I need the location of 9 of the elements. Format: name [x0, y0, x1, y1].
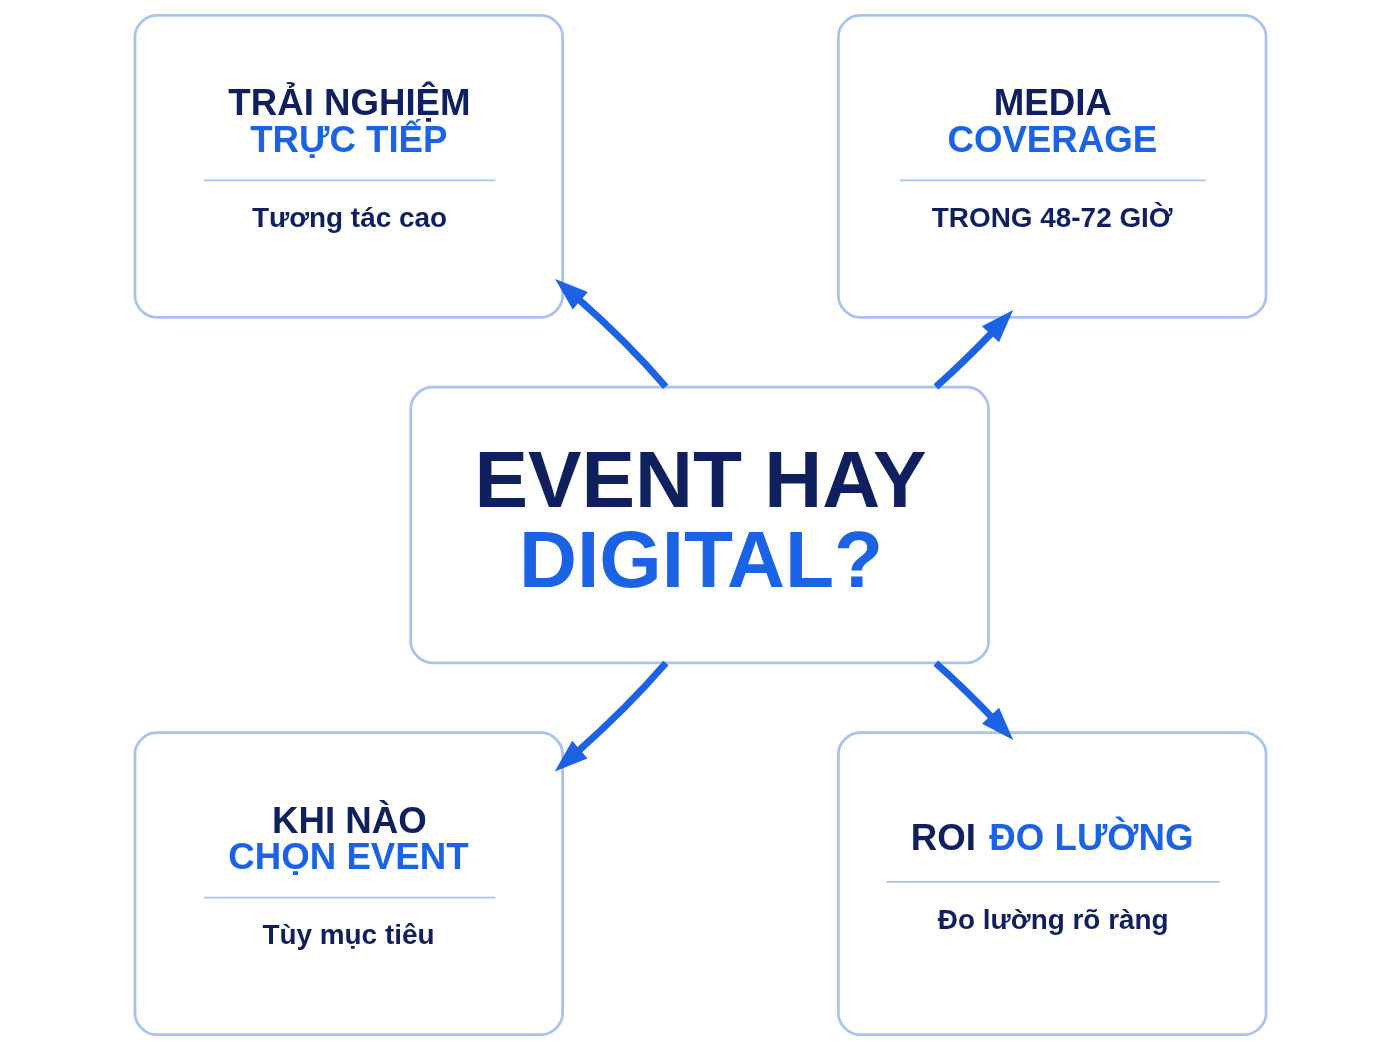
arrow	[554, 278, 668, 390]
node-box: ROI ĐO LƯỜNG Đo lường rõ ràng	[836, 731, 1267, 1037]
node-box: KHI NÀO CHỌN EVENT Tùy mục tiêu	[133, 731, 564, 1037]
arrow	[554, 660, 668, 772]
arrow	[933, 309, 1013, 390]
node-box: MEDIA COVERAGE TRONG 48-72 GIỜ	[836, 13, 1267, 319]
node-box: TRẢI NGHIỆM TRỰC TIẾP Tương tác cao	[133, 13, 564, 319]
node-box: EVENT HAY DIGITAL?	[408, 385, 990, 665]
arrow	[933, 660, 1013, 741]
